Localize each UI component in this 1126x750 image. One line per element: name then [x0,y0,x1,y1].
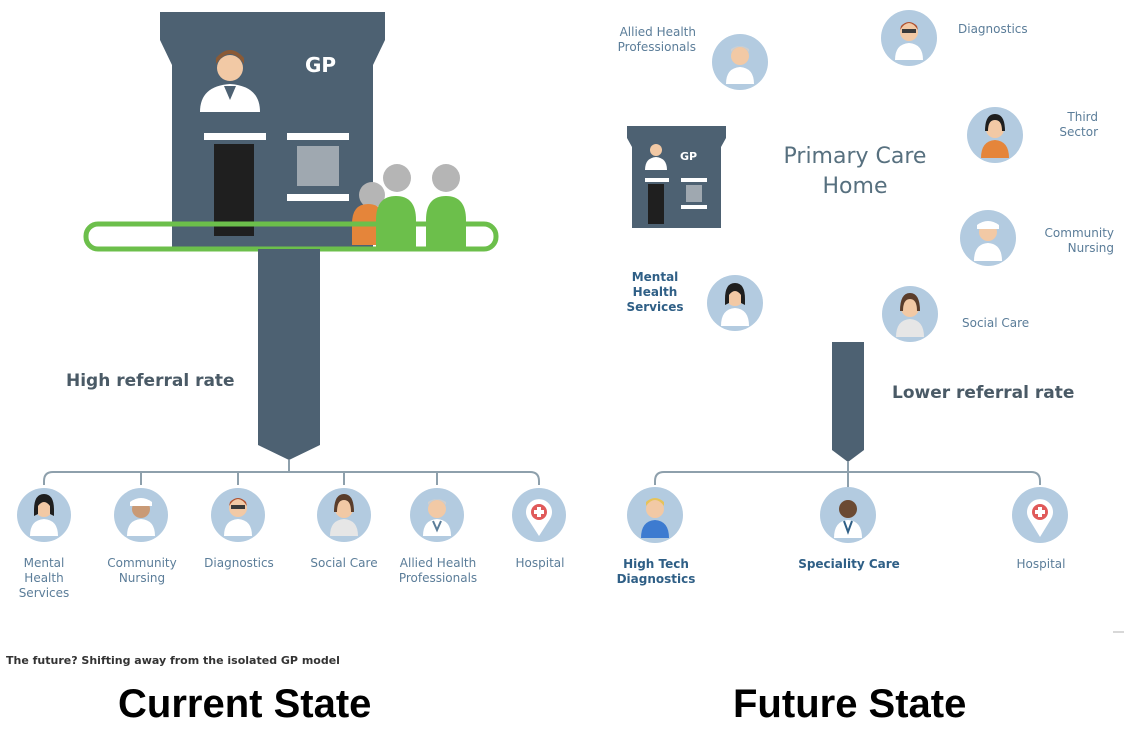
satellite-label-third-sector: Third Sector [1059,110,1098,139]
future-service-hospital [1012,487,1068,543]
gp-door-lintel [204,133,266,140]
hub-gp-window-top [681,178,707,182]
current-service-mental-health [17,488,71,542]
current-service-social-care [317,488,371,542]
satellite-mental-health [707,275,763,331]
gp-building [160,12,385,248]
hub-gp-door-lintel [645,178,669,182]
satellite-community-nursing [960,210,1016,266]
hub-gp-window-sill [681,205,707,209]
hub-referral-funnel [832,342,864,462]
current-label-community-nursing: Community Nursing [107,556,177,585]
gp-label: GP [305,53,336,77]
future-service-high-tech-diagnostics [627,487,683,543]
current-state-diagram: GP [17,12,566,542]
hub-gp-label: GP [680,150,697,163]
future-state-diagram: GP [627,10,1124,633]
future-service-speciality-care [820,487,876,543]
hub-gp-window [686,185,702,202]
satellite-label-allied-health: Allied Health Professionals [617,25,696,54]
satellite-third-sector [967,107,1023,163]
future-label-high-tech-diagnostics: High Tech Diagnostics [616,557,696,586]
lower-referral-rate-label: Lower referral rate [892,383,1075,403]
figure-caption: The future? Shifting away from the isola… [6,654,340,667]
hub-gp-door [648,184,664,224]
current-service-community-nursing [114,488,168,542]
satellite-social-care [882,286,938,342]
gp-doctor-icon [200,50,260,112]
primary-care-home-title: Primary Care Home [783,144,927,199]
future-referral-tree [654,462,1041,487]
current-label-diagnostics: Diagnostics [204,556,274,570]
gp-window-top [287,133,349,140]
current-service-hospital [512,488,566,542]
future-state-title: Future State [733,682,967,726]
high-referral-rate-label: High referral rate [66,371,235,391]
gp-window-sill [287,194,349,201]
satellite-diagnostics [881,10,937,66]
current-state-title: Current State [118,682,372,726]
current-label-social-care: Social Care [310,556,378,570]
satellite-label-mental-health: Mental Health Services [626,270,684,314]
satellite-label-community-nursing: Community Nursing [1044,226,1114,255]
future-label-speciality-care: Speciality Care [798,557,900,571]
current-service-allied-health [410,488,464,542]
hub-gp-doctor-icon [645,144,667,170]
current-service-diagnostics [211,488,265,542]
current-label-hospital: Hospital [515,556,565,570]
gp-window [297,146,339,186]
current-label-allied-health: Allied Health Professionals [398,556,478,585]
gp-door [214,144,254,236]
future-label-hospital: Hospital [1016,557,1066,571]
current-label-mental-health: Mental Health Services [18,556,70,600]
hub-gp-building [627,126,726,228]
referral-funnel [258,249,320,460]
satellite-label-diagnostics: Diagnostics [958,22,1028,36]
satellite-allied-health [712,34,768,90]
satellite-label-social-care: Social Care [962,316,1030,330]
current-referral-tree [43,460,540,485]
